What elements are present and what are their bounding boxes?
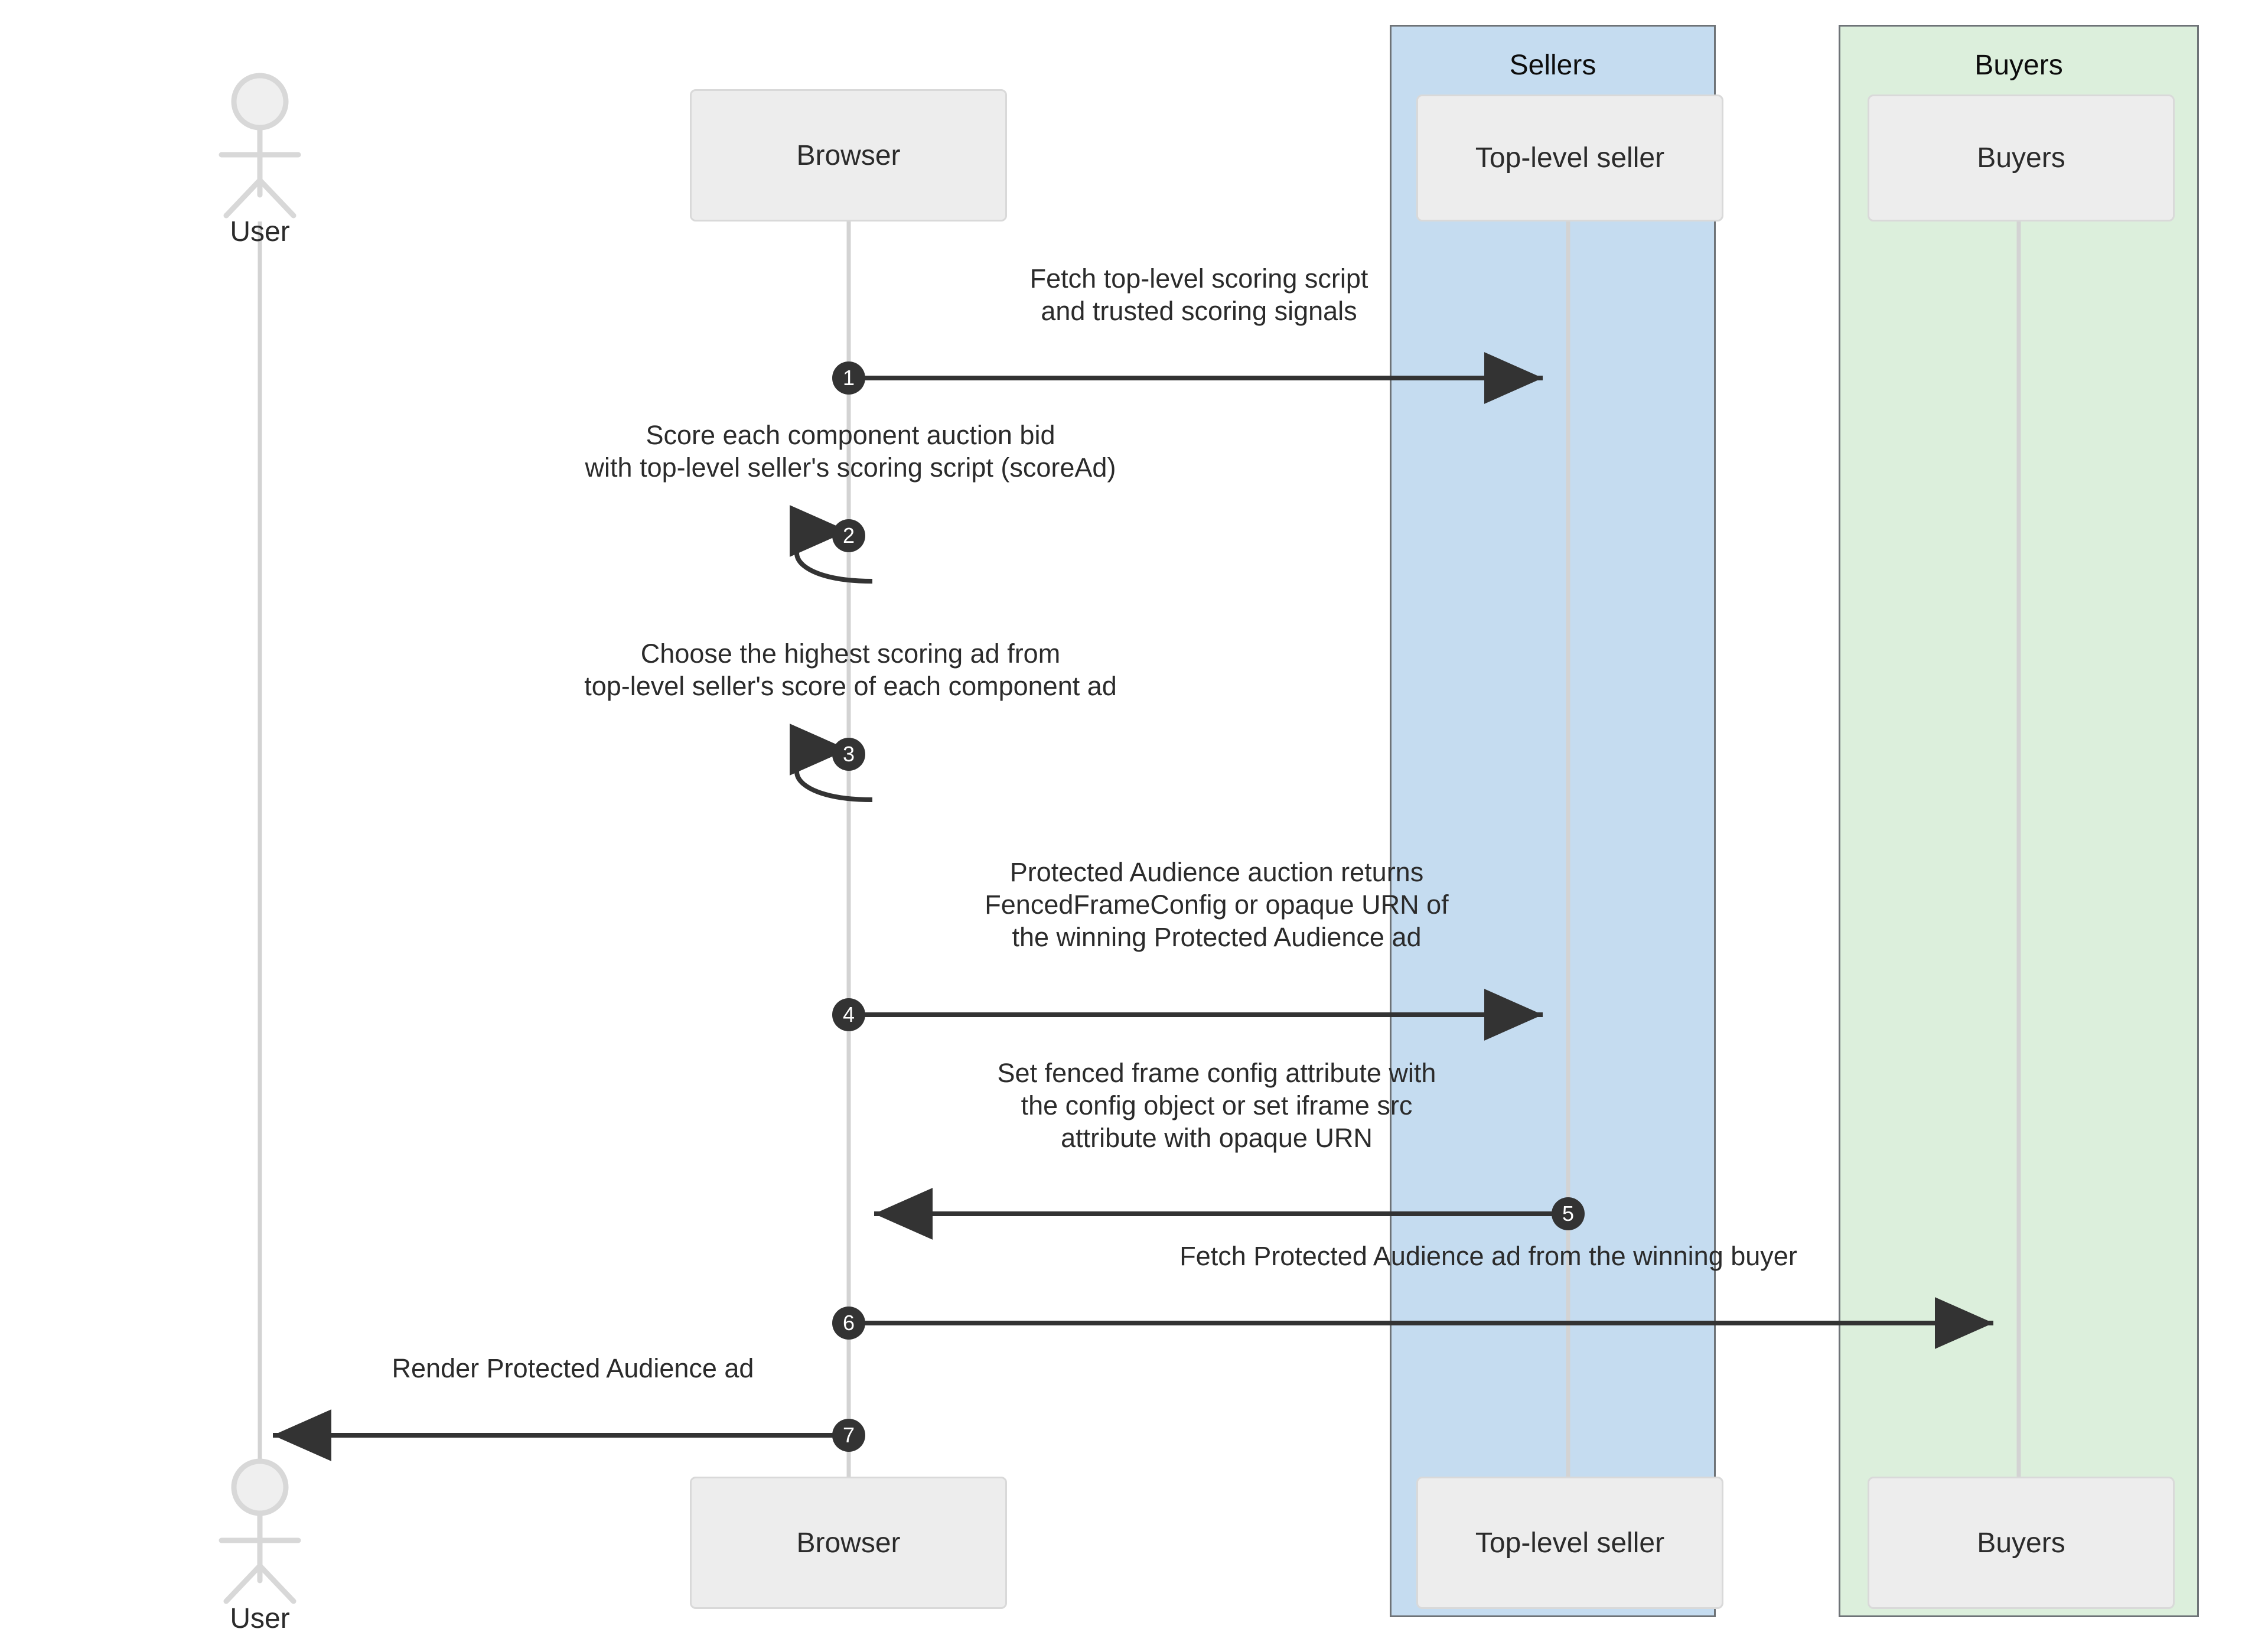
participant-label-buyers-top: Buyers	[1977, 142, 2065, 174]
participant-box-browser-top[interactable]: Browser	[690, 89, 1007, 221]
participant-box-browser-bottom[interactable]: Browser	[690, 1477, 1007, 1609]
message-label-4: Protected Audience auction returns Fence…	[985, 857, 1449, 952]
participant-box-buyers-bottom[interactable]: Buyers	[1868, 1477, 2175, 1609]
sequence-badge-6: 6	[832, 1307, 865, 1340]
message-label-7: Render Protected Audience ad	[392, 1353, 754, 1383]
group-buyers-title: Buyers	[1974, 50, 2063, 81]
message-label-2: Score each component auction bid with to…	[585, 420, 1116, 483]
participant-box-buyers-top[interactable]: Buyers	[1868, 95, 2175, 221]
group-sellers-title: Sellers	[1509, 50, 1596, 81]
group-sellers: Sellers	[1390, 25, 1716, 1617]
participant-label-browser-top: Browser	[796, 139, 901, 171]
sequence-badge-3: 3	[832, 738, 865, 771]
sequence-badge-2: 2	[832, 519, 865, 552]
actor-user-bottom-figure	[219, 1458, 301, 1604]
message-label-6: Fetch Protected Audience ad from the win…	[1179, 1241, 1797, 1271]
lifeline-group	[258, 221, 2021, 1477]
participant-label-buyers-bottom: Buyers	[1977, 1527, 2065, 1559]
actor-user-top-figure	[219, 73, 301, 219]
participant-label-seller-top: Top-level seller	[1475, 142, 1665, 174]
sequence-badge-1: 1	[832, 361, 865, 395]
participant-label-seller-bottom: Top-level seller	[1475, 1527, 1665, 1559]
message-label-5: Set fenced frame config attribute with t…	[997, 1058, 1436, 1153]
participant-label-browser-bottom: Browser	[796, 1527, 901, 1559]
participant-box-seller-bottom[interactable]: Top-level seller	[1416, 1477, 1723, 1609]
participant-box-seller-top[interactable]: Top-level seller	[1416, 95, 1723, 221]
actor-label-user-bottom: User	[230, 1603, 290, 1634]
message-label-1: Fetch top-level scoring script and trust…	[1029, 263, 1368, 326]
actor-label-user-top: User	[230, 216, 290, 247]
sequence-badge-4: 4	[832, 998, 865, 1031]
sequence-badge-5: 5	[1552, 1197, 1585, 1230]
message-arrow-2-selfloop	[789, 505, 873, 584]
sequence-badge-7: 7	[832, 1419, 865, 1452]
message-label-3: Choose the highest scoring ad from top-l…	[584, 638, 1117, 701]
message-arrow-3-selfloop	[789, 724, 873, 802]
